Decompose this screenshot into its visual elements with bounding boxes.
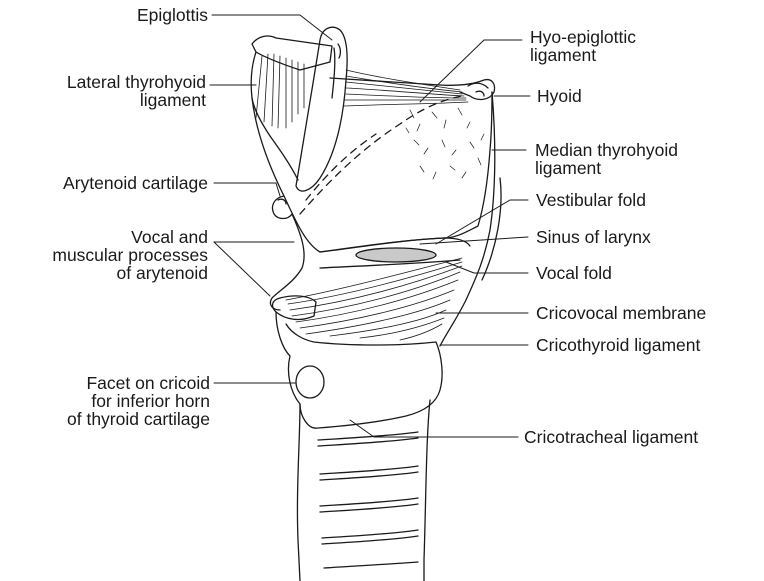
label-hyoid: Hyoid — [537, 87, 657, 105]
hyo-epiglottic-fibres — [344, 70, 468, 106]
leader-lines — [210, 15, 530, 437]
label-lateral-thyrohyoid-ligament: Lateral thyrohyoid ligament — [0, 73, 206, 109]
dashed-outline — [300, 96, 462, 214]
epiglottis — [296, 27, 347, 191]
label-vocal-and-muscular-processes: Vocal and muscular processes of arytenoi… — [0, 228, 208, 282]
trachea — [297, 400, 430, 581]
label-cricothyroid-ligament: Cricothyroid ligament — [536, 336, 764, 354]
label-epiglottis: Epiglottis — [80, 6, 208, 24]
facet-on-cricoid — [296, 366, 324, 398]
label-cricovocal-membrane: Cricovocal membrane — [536, 304, 764, 322]
label-arytenoid-cartilage: Arytenoid cartilage — [0, 174, 208, 192]
leader-hyo-epiglottic — [420, 40, 522, 102]
thyroid-cartilage — [252, 92, 492, 252]
leader-arytenoid — [214, 183, 280, 196]
arytenoid-cartilage — [270, 196, 304, 310]
leader-cricotracheal — [350, 420, 518, 437]
median-thyrohyoid-texture — [406, 108, 484, 179]
label-facet-on-cricoid: Facet on cricoid for inferior horn of th… — [0, 374, 210, 428]
label-hyo-epiglottic-ligament: Hyo-epiglottic ligament — [530, 28, 750, 64]
label-median-thyrohyoid-ligament: Median thyrohyoid ligament — [535, 141, 760, 177]
label-cricotracheal-ligament: Cricotracheal ligament — [524, 428, 764, 446]
sinus-of-larynx — [356, 248, 436, 262]
label-sinus-of-larynx: Sinus of larynx — [536, 228, 756, 246]
label-vocal-fold: Vocal fold — [536, 264, 756, 282]
label-vestibular-fold: Vestibular fold — [536, 191, 756, 209]
lateral-thyrohyoid-strands — [256, 54, 304, 128]
